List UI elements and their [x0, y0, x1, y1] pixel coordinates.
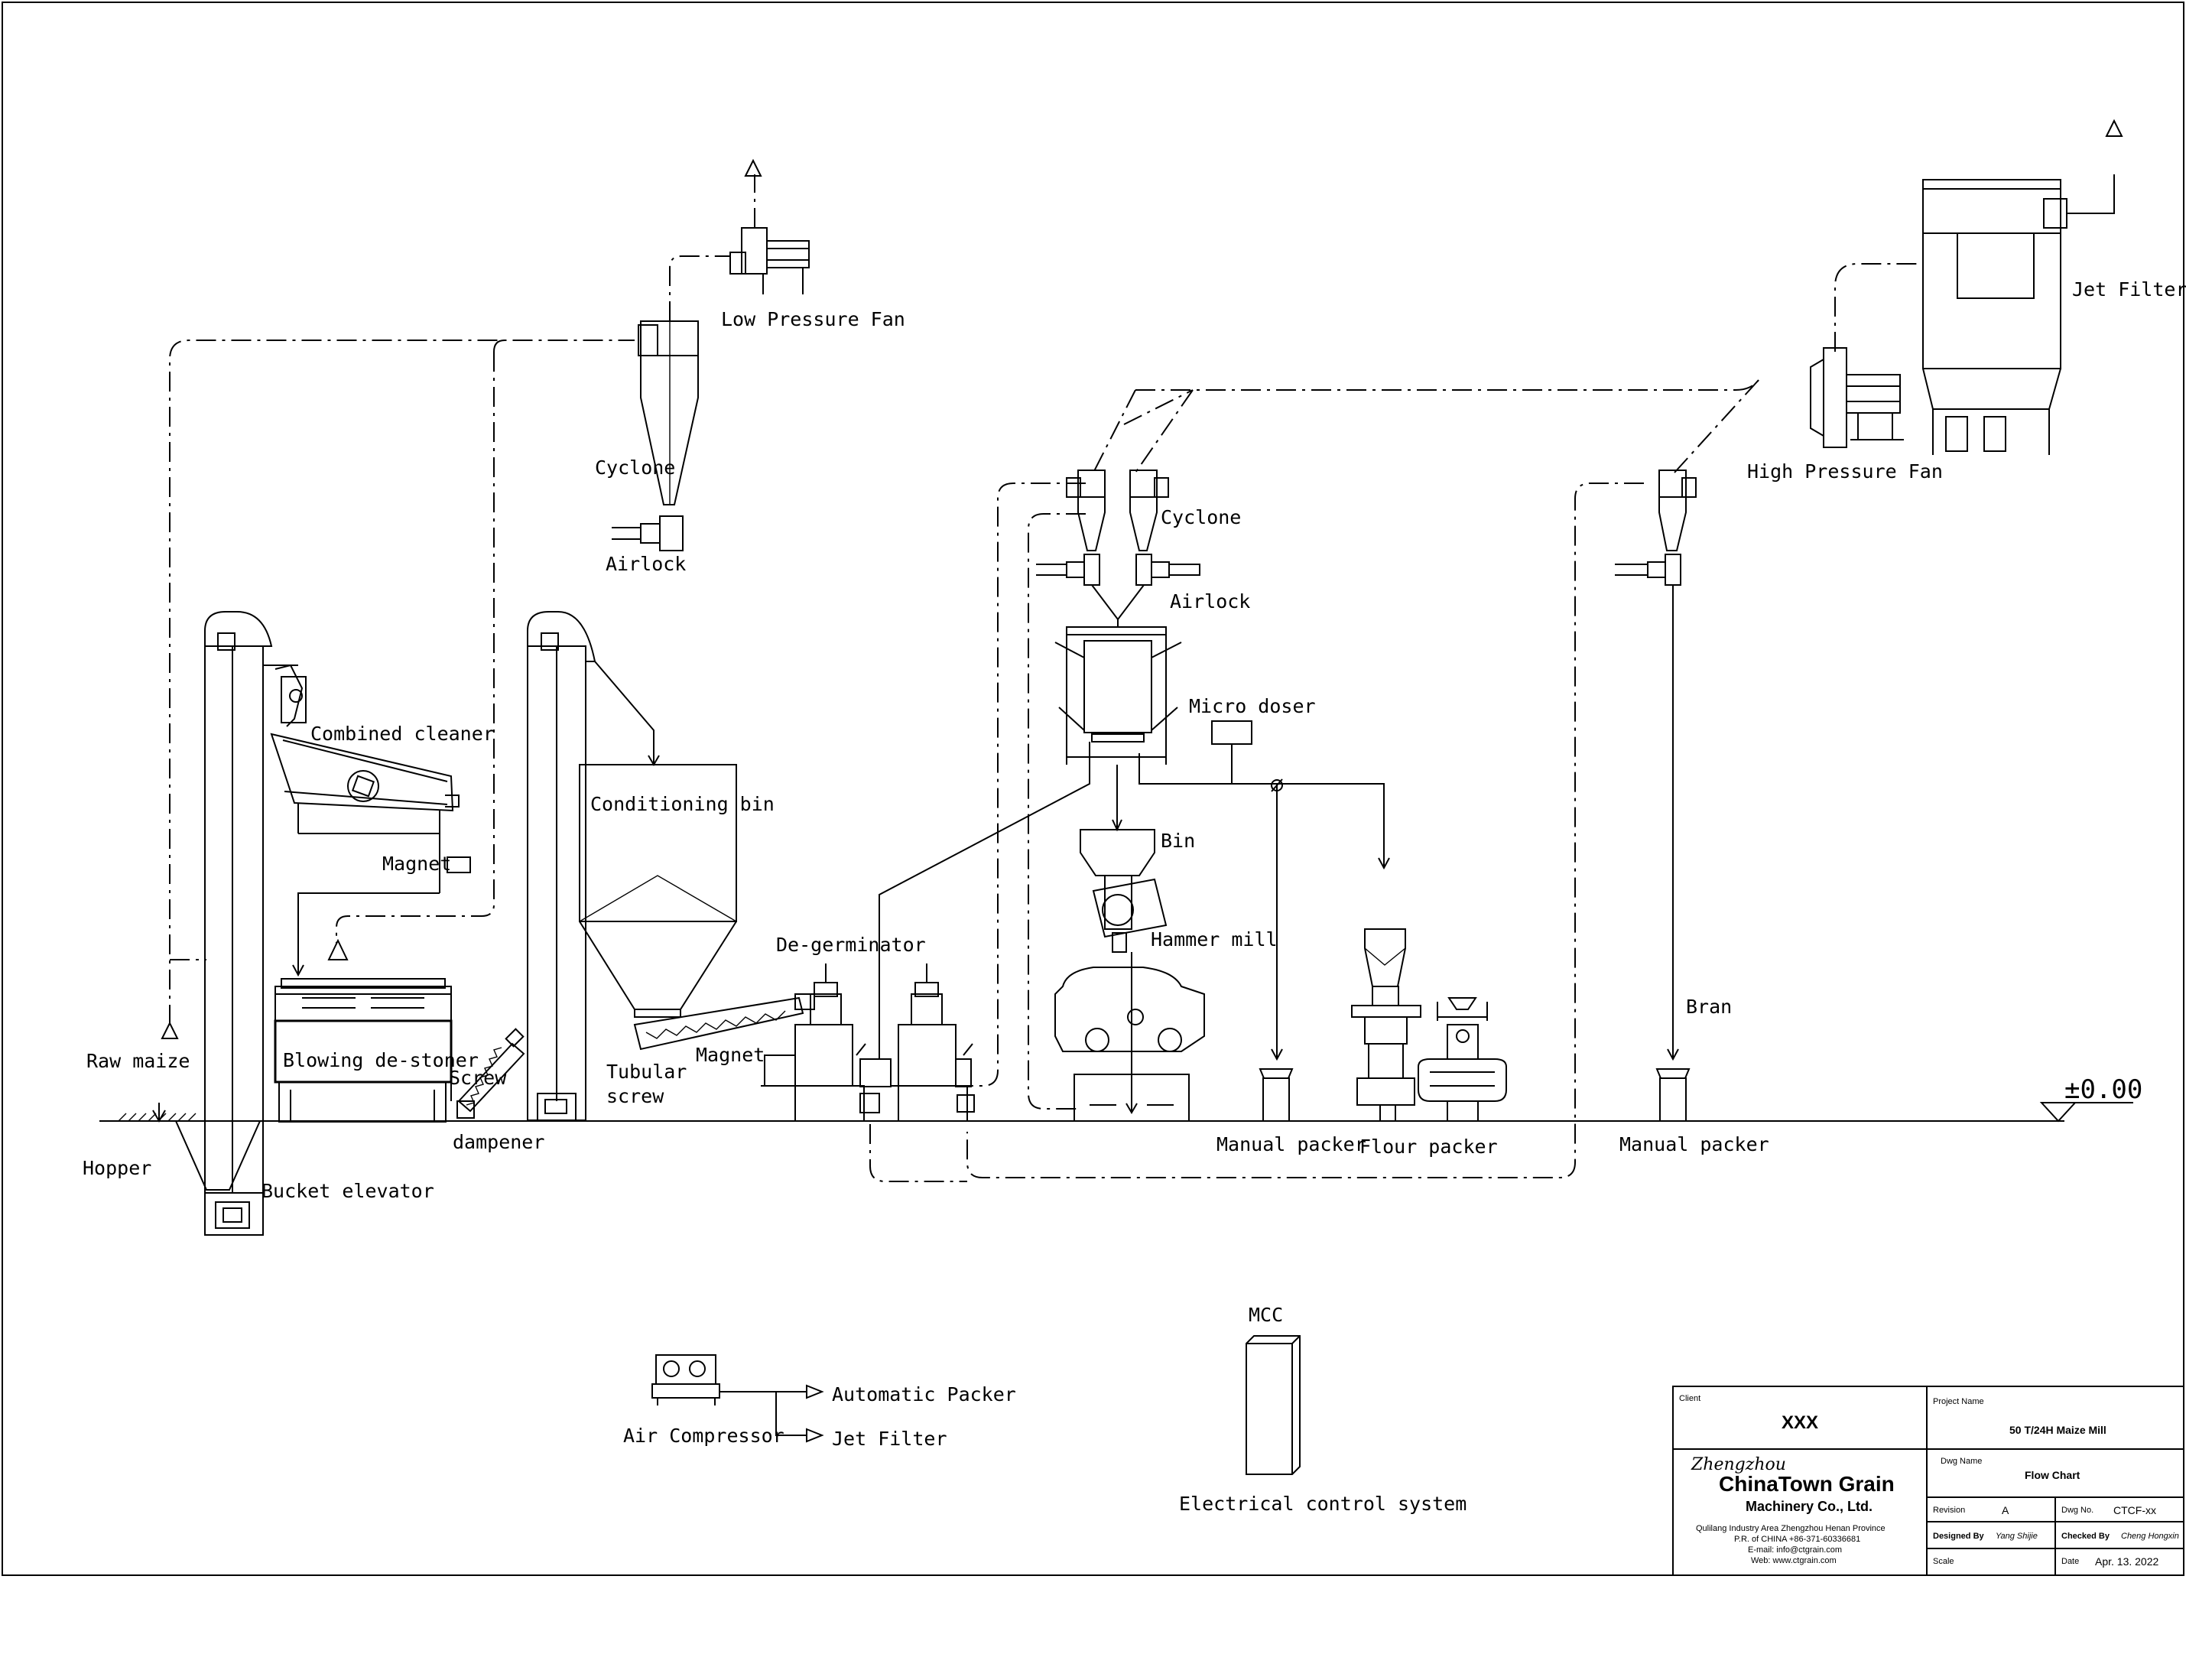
degerminators	[761, 963, 975, 1121]
combined-cleaner-label: Combined cleaner	[310, 723, 495, 745]
designed-value: Yang Shijie	[1996, 1532, 2038, 1541]
client-value: XXX	[1782, 1412, 1818, 1433]
project-value: 50 T/24H Maize Mill	[2009, 1424, 2106, 1436]
cyclone-mid-label: Cyclone	[1161, 506, 1241, 528]
address-line-2: P.R. of CHINA +86-371-60336681	[1734, 1535, 1860, 1544]
jet-filter	[1922, 119, 2123, 455]
dwg-no-value: CTCF-xx	[2113, 1504, 2156, 1516]
checked-value: Cheng Hongxin	[2121, 1532, 2179, 1541]
bran-label: Bran	[1686, 996, 1732, 1018]
checked-label: Checked By	[2061, 1532, 2110, 1541]
tubular-label: Tubular	[606, 1061, 687, 1083]
conditioning-bin	[579, 764, 737, 1018]
micro-doser-label: Micro doser	[1189, 695, 1316, 717]
airlock-left-label: Airlock	[606, 553, 686, 575]
cyclone-left	[612, 320, 699, 551]
raw-maize-label: Raw maize	[86, 1050, 190, 1072]
level-marker	[2039, 1102, 2133, 1123]
manual-packer-2-label: Manual packer	[1619, 1133, 1769, 1155]
raw-maize-duct-end	[161, 1021, 179, 1039]
bucket-elevator-1	[204, 611, 298, 1236]
company-name: ChinaTown Grain	[1719, 1472, 1895, 1496]
date-label: Date	[2061, 1557, 2079, 1566]
magnet-1	[447, 856, 471, 873]
cyclones-mid	[1036, 470, 1200, 627]
drawing-frame	[2, 2, 2184, 1576]
aspiration-ducts	[169, 174, 1919, 1182]
blowing-destoner-label: Blowing de-stoner	[283, 1049, 479, 1071]
company-script: Zhengzhou	[1691, 1455, 1786, 1474]
high-pressure-fan-label: High Pressure Fan	[1747, 460, 1943, 483]
hopper	[175, 1120, 261, 1191]
degerminator-label: De-germinator	[776, 934, 926, 956]
dwg-no-label: Dwg No.	[2061, 1506, 2093, 1515]
low-pressure-fan	[729, 158, 810, 294]
cyclone-left-label: Cyclone	[595, 457, 675, 479]
tubular-screw-label: screw	[606, 1085, 664, 1107]
manual-packer-1	[1259, 1068, 1294, 1122]
level-label: ±0.00	[2064, 1074, 2142, 1105]
scale-label: Scale	[1933, 1557, 1954, 1566]
dwg-name-label: Dwg Name	[1941, 1457, 1982, 1466]
manual-packer-2	[1655, 1068, 1691, 1122]
mcc-label: MCC	[1249, 1304, 1283, 1326]
airlock-mid-label: Airlock	[1170, 590, 1250, 613]
bucket-elevator-2	[527, 611, 596, 1121]
revision-value: A	[2002, 1504, 2009, 1516]
dampener-label: dampener	[453, 1131, 544, 1153]
magnet-2-label: Magnet	[696, 1044, 765, 1066]
screw-label: Screw	[449, 1067, 507, 1089]
air-compressor	[651, 1354, 824, 1443]
tubular-screw	[633, 993, 815, 1051]
bucket-elevator-label: Bucket elevator	[261, 1180, 434, 1202]
conditioning-bin-label: Conditioning bin	[590, 793, 775, 815]
company-sub: Machinery Co., Ltd.	[1746, 1499, 1873, 1514]
title-block	[1672, 1386, 2184, 1576]
electrical-label: Electrical control system	[1179, 1493, 1467, 1515]
date-value: Apr. 13. 2022	[2095, 1555, 2159, 1568]
address-line-1: Qulilang Industry Area Zhengzhou Henan P…	[1696, 1524, 1886, 1533]
bran-cyclone	[1615, 470, 1697, 1061]
client-label: Client	[1679, 1394, 1700, 1403]
project-label: Project Name	[1933, 1397, 1984, 1406]
web: Web: www.ctgrain.com	[1751, 1556, 1837, 1565]
dwg-name-value: Flow Chart	[2025, 1469, 2080, 1481]
jet-filter-label: Jet Filter	[2072, 278, 2186, 301]
raw-maize-arrow	[152, 1103, 166, 1123]
sifter	[1054, 626, 1182, 765]
micro-doser	[1211, 720, 1252, 745]
bin-label: Bin	[1161, 830, 1195, 852]
flour-packer	[1351, 928, 1507, 1121]
high-pressure-fan	[1810, 347, 1904, 448]
screw-dampener	[450, 1028, 525, 1119]
jet-filter-out-label: Jet Filter	[832, 1428, 947, 1450]
hopper-label: Hopper	[83, 1157, 151, 1179]
magnet-1-label: Magnet	[382, 853, 451, 875]
email: E-mail: info@ctgrain.com	[1748, 1545, 1842, 1555]
flour-packer-label: Flour packer	[1359, 1136, 1498, 1158]
hammer-mill	[1054, 875, 1205, 1122]
manual-packer-1-label: Manual packer	[1216, 1133, 1366, 1155]
automatic-packer-label: Automatic Packer	[832, 1383, 1016, 1405]
mcc-cabinet	[1246, 1335, 1301, 1475]
revision-label: Revision	[1933, 1506, 1965, 1515]
air-compressor-label: Air Compressor	[623, 1425, 784, 1447]
combined-cleaner	[270, 664, 460, 834]
designed-label: Designed By	[1933, 1532, 1985, 1541]
low-pressure-fan-label: Low Pressure Fan	[721, 308, 905, 330]
hammer-mill-label: Hammer mill	[1151, 928, 1278, 950]
bin	[1080, 765, 1155, 876]
